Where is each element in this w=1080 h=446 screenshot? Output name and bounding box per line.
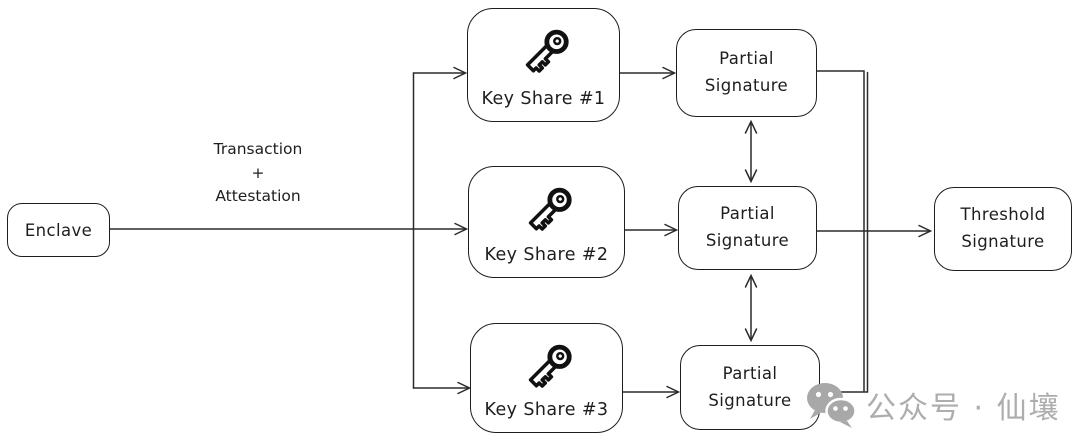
key-icon xyxy=(516,335,578,399)
edge-partial3-right-rail xyxy=(819,71,869,393)
partial-signature-label: Partial Signature xyxy=(704,49,789,95)
node-partial-signature-3: Partial Signature xyxy=(680,345,820,430)
key-icon xyxy=(516,178,578,242)
key-share-label: Key Share #3 xyxy=(484,400,609,420)
edge-partial1-right-rail xyxy=(816,70,865,392)
node-enclave: Enclave xyxy=(7,203,110,257)
transaction-attestation-label: Transaction + Attestation xyxy=(213,140,303,205)
key-share-label: Key Share #1 xyxy=(481,89,606,109)
key-icon xyxy=(513,20,575,84)
watermark-text: 公众号 · 仙壤 xyxy=(866,391,1061,426)
threshold-signature-label: Threshold Signature xyxy=(960,205,1046,251)
node-threshold-signature: Threshold Signature xyxy=(934,187,1072,271)
wechat-icon xyxy=(807,383,857,428)
node-key-share-2: Key Share #2 xyxy=(468,166,625,278)
watermark: 公众号 · 仙壤 xyxy=(804,381,1061,429)
key-share-label: Key Share #2 xyxy=(484,245,609,265)
node-key-share-1: Key Share #1 xyxy=(467,8,620,122)
node-key-share-3: Key Share #3 xyxy=(470,323,623,433)
node-partial-signature-2: Partial Signature xyxy=(678,186,817,270)
node-partial-signature-1: Partial Signature xyxy=(676,29,817,117)
partial-signature-label: Partial Signature xyxy=(708,363,792,410)
enclave-label: Enclave xyxy=(24,220,93,240)
partial-signature-label: Partial Signature xyxy=(705,204,790,250)
